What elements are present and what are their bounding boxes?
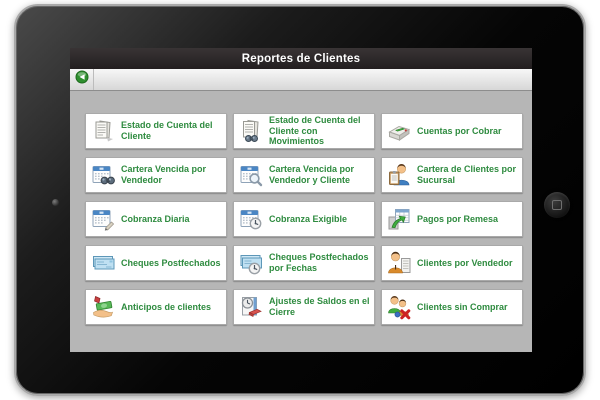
report-button-label: Pagos por Remesa: [417, 213, 499, 224]
report-button-label: Cuentas por Cobrar: [417, 125, 502, 136]
document-binoculars-icon: [238, 118, 264, 144]
report-button-pagos-por-remesa[interactable]: Pagos por Remesa: [381, 201, 523, 237]
report-button-cheques-postfechados[interactable]: Cheques Postfechados: [85, 245, 227, 281]
money-hand-icon: [90, 294, 116, 320]
calendar-magnifier-icon: [238, 162, 264, 188]
report-button-label: Ajustes de Saldos en el Cierre: [269, 296, 370, 317]
toolbar: [70, 69, 532, 91]
app-screen: Reportes de Clientes: [70, 48, 532, 352]
page-title: Reportes de Clientes: [241, 52, 361, 65]
report-button-label: Estado de Cuenta del Cliente: [121, 120, 213, 141]
report-button-cartera-vencida-por-vendedor[interactable]: Cartera Vencida por Vendedor: [85, 157, 227, 193]
report-button-label: Cobranza Diaria: [121, 213, 190, 224]
report-button-cobranza-exigible[interactable]: Cobranza Exigible: [233, 201, 375, 237]
cheque-icon: [90, 250, 116, 276]
salesperson-report-icon: [386, 250, 412, 276]
calendar-pencil-icon: [90, 206, 116, 232]
spreadsheet-arrow-icon: [386, 206, 412, 232]
person-clipboard-icon: [386, 162, 412, 188]
report-button-estado-de-cuenta-con-movimientos[interactable]: Estado de Cuenta del Cliente con Movimie…: [233, 113, 375, 149]
report-button-anticipos-de-clientes[interactable]: Anticipos de clientes: [85, 289, 227, 325]
clock-eraser-icon: [238, 294, 264, 320]
report-button-cheques-postfechados-por-fechas[interactable]: Cheques Postfechados por Fechas: [233, 245, 375, 281]
report-button-clientes-por-vendedor[interactable]: Clientes por Vendedor: [381, 245, 523, 281]
report-button-label: Estado de Cuenta del Cliente con Movimie…: [269, 115, 361, 147]
tablet-frame: Reportes de Clientes: [14, 4, 586, 396]
report-button-cartera-vencida-vendedor-cliente[interactable]: Cartera Vencida por Vendedor y Cliente: [233, 157, 375, 193]
report-button-estado-de-cuenta-del-cliente[interactable]: Estado de Cuenta del Cliente: [85, 113, 227, 149]
go-back-button[interactable]: [70, 69, 94, 90]
report-button-label: Cartera de Clientes por Sucursal: [417, 164, 517, 185]
green-circle-arrow-icon: [75, 70, 89, 89]
document-list-icon: [90, 118, 116, 144]
home-button[interactable]: [544, 192, 570, 218]
camera-dot: [52, 199, 59, 206]
report-button-label: Cartera Vencida por Vendedor: [121, 164, 207, 185]
report-button-cobranza-diaria[interactable]: Cobranza Diaria: [85, 201, 227, 237]
report-button-label: Clientes sin Comprar: [417, 301, 508, 312]
people-remove-icon: [386, 294, 412, 320]
cheque-clock-icon: [238, 250, 264, 276]
report-button-ajustes-de-saldos-en-el-cierre[interactable]: Ajustes de Saldos en el Cierre: [233, 289, 375, 325]
report-button-clientes-sin-comprar[interactable]: Clientes sin Comprar: [381, 289, 523, 325]
report-grid: Estado de Cuenta del Cliente Estado de: [70, 91, 532, 325]
report-button-label: Cheques Postfechados por Fechas: [269, 252, 369, 273]
report-button-label: Cheques Postfechados: [121, 257, 221, 268]
calendar-clock-icon: [238, 206, 264, 232]
calendar-binoculars-icon: [90, 162, 116, 188]
report-button-label: Cobranza Exigible: [269, 213, 348, 224]
report-button-cuentas-por-cobrar[interactable]: Cuentas por Cobrar: [381, 113, 523, 149]
app-header: Reportes de Clientes: [70, 48, 532, 69]
cash-register-icon: [386, 118, 412, 144]
report-button-cartera-clientes-por-sucursal[interactable]: Cartera de Clientes por Sucursal: [381, 157, 523, 193]
report-button-label: Clientes por Vendedor: [417, 257, 513, 268]
report-button-label: Anticipos de clientes: [121, 301, 212, 312]
report-button-label: Cartera Vencida por Vendedor y Cliente: [269, 164, 355, 185]
home-button-square-icon: [552, 200, 562, 210]
